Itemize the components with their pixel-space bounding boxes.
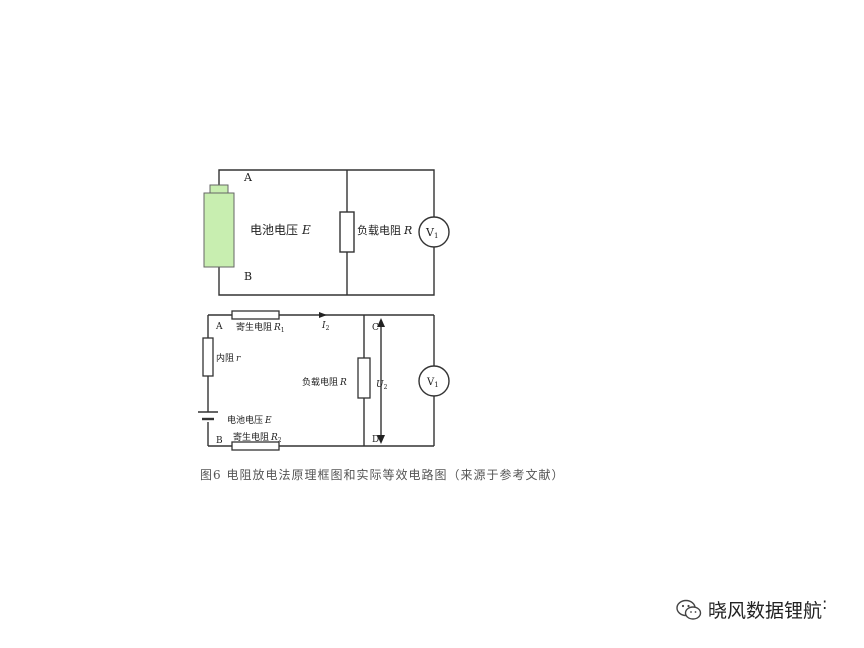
- top-voltmeter-label: V1: [425, 226, 438, 240]
- battery-body: [203, 192, 235, 268]
- wechat-icon: [676, 599, 702, 620]
- top-node-a-label: A: [243, 171, 253, 184]
- current-label: I2: [321, 321, 330, 332]
- bottom-node-a-label: A: [215, 322, 223, 332]
- bottom-node-b-label: B: [216, 436, 223, 446]
- bottom-node-d-label: D: [372, 435, 379, 445]
- figure-caption: 图6 电阻放电法原理框图和实际等效电路图（来源于参考文献）: [200, 467, 564, 482]
- watermark: 晓风数据锂航: [676, 596, 822, 623]
- voltage-arrow-head-down: [377, 435, 385, 444]
- voltage-arrow-head-up: [377, 318, 385, 327]
- voltage-label: U2: [376, 380, 388, 391]
- corner-mark: :: [822, 594, 827, 613]
- bottom-voltmeter: [418, 365, 450, 397]
- bottom-circuit: [207, 314, 435, 447]
- top-node-b-label: B: [244, 270, 252, 283]
- internal-resistor: [202, 337, 214, 377]
- top-load-resistor: [339, 211, 355, 253]
- watermark-text: 晓风数据锂航: [708, 600, 823, 622]
- bottom-node-c-label: C: [372, 323, 379, 333]
- current-arrow: [319, 312, 327, 318]
- top-voltmeter: [418, 216, 450, 248]
- parasitic-resistor-top: [231, 310, 280, 320]
- bottom-voltmeter-label: V1: [426, 377, 439, 389]
- parasitic-resistor-bottom: [231, 441, 280, 451]
- bottom-load-resistor: [357, 357, 371, 399]
